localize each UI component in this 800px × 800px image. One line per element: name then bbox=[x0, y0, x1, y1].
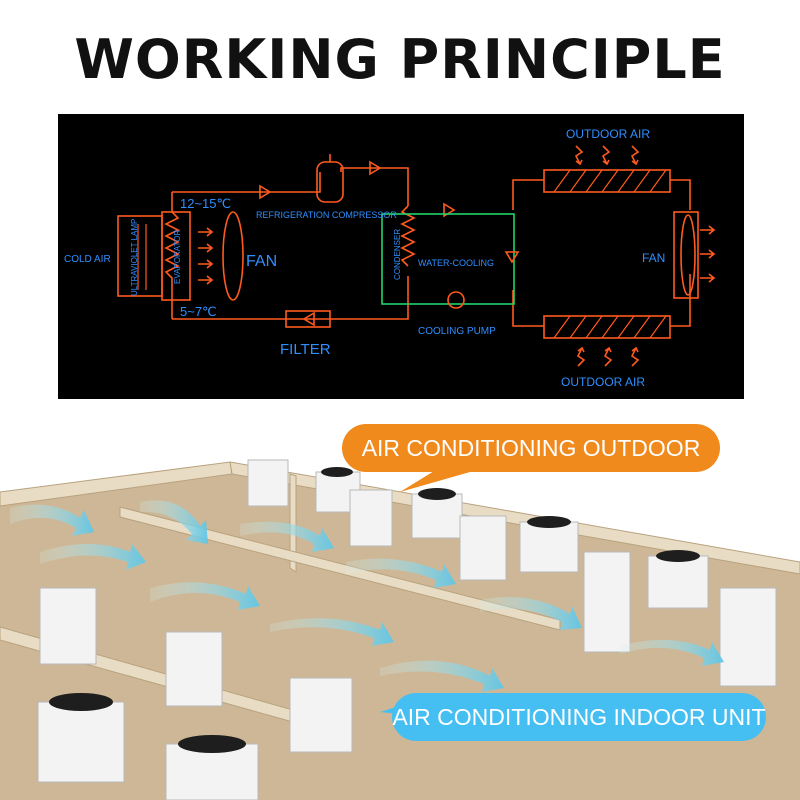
outdoor-unit bbox=[166, 632, 222, 706]
outdoor-unit bbox=[40, 588, 96, 664]
outdoor-unit bbox=[584, 552, 630, 652]
filter-label: FILTER bbox=[280, 341, 331, 358]
outdoor-unit bbox=[520, 522, 578, 572]
cold-air-label: COLD AIR bbox=[64, 254, 111, 265]
compressor-label: REFRIGERATION COMPRESSOR bbox=[256, 210, 397, 220]
outdoor-unit bbox=[648, 556, 708, 608]
condenser-label: CONDENSER bbox=[393, 229, 402, 280]
water-cooling-label: WATER-COOLING bbox=[418, 258, 494, 268]
outdoor-air-bottom-label: OUTDOOR AIR bbox=[561, 375, 645, 389]
evaporator-label: EVAPORATOR bbox=[173, 230, 182, 284]
outdoor-unit bbox=[38, 702, 124, 782]
outdoor-unit bbox=[460, 516, 506, 580]
left-fan-label: FAN bbox=[246, 253, 277, 270]
outdoor-air-top-label: OUTDOOR AIR bbox=[566, 127, 650, 141]
temp-high-label: 12~15℃ bbox=[180, 196, 231, 211]
outdoor-unit bbox=[412, 494, 462, 538]
outdoor-unit bbox=[248, 460, 288, 506]
right-fan-label: FAN bbox=[642, 251, 665, 265]
outdoor-unit-callout: AIR CONDITIONING OUTDOOR UNIT bbox=[342, 424, 720, 472]
uv-lamp-label: ULTRAVIOLET LAMP bbox=[130, 219, 139, 296]
temp-low-label: 5~7℃ bbox=[180, 304, 217, 319]
working-principle-schematic: OUTDOOR AIR OUTDOOR AIR 12~15℃ 5~7℃ REFR… bbox=[58, 114, 744, 399]
page-title: WORKING PRINCIPLE bbox=[0, 28, 800, 91]
outdoor-unit bbox=[720, 588, 776, 686]
cooling-pump-label: COOLING PUMP bbox=[418, 326, 496, 337]
outdoor-unit bbox=[290, 678, 352, 752]
indoor-unit-callout: AIR CONDITIONING INDOOR UNIT bbox=[392, 693, 766, 741]
outdoor-unit bbox=[350, 490, 392, 546]
